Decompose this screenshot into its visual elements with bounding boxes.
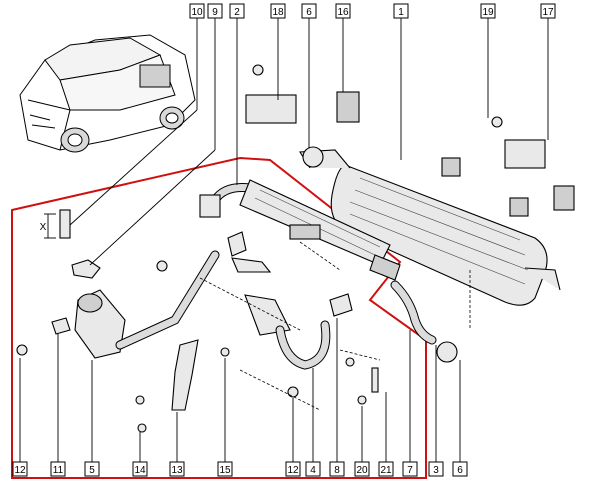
callout-number: 2	[234, 7, 240, 18]
callout-number: 3	[433, 465, 439, 476]
assembly-outline	[11, 156, 427, 479]
fasteners	[16, 64, 575, 433]
top-callout-17: 17	[540, 3, 556, 19]
callout-number: 17	[542, 7, 554, 18]
leader-lines	[19, 18, 549, 462]
callout-number: 6	[457, 465, 463, 476]
top-callout-19: 19	[480, 3, 496, 19]
dimension-label: X	[40, 222, 47, 233]
callout-number: 8	[334, 465, 340, 476]
callout-number: 19	[482, 7, 494, 18]
callout-number: 18	[272, 7, 284, 18]
top-callout-1: 1	[393, 3, 409, 19]
callout-number: 13	[171, 465, 183, 476]
bracket	[171, 339, 199, 411]
callout-number: 10	[191, 7, 203, 18]
top-callout-6: 6	[301, 3, 317, 19]
bottom-callout-3: 3	[428, 461, 444, 477]
callout-number: 4	[310, 465, 316, 476]
callout-number: 1	[398, 7, 404, 18]
top-callout-18: 18	[270, 3, 286, 19]
bottom-callout-4: 4	[305, 461, 321, 477]
bottom-callout-11: 11	[50, 461, 66, 477]
top-callout-16: 16	[335, 3, 351, 19]
callout-number: 14	[134, 465, 146, 476]
bottom-callout-6: 6	[452, 461, 468, 477]
bottom-callout-12-left: 12	[12, 461, 28, 477]
bottom-callout-13: 13	[169, 461, 185, 477]
bottom-callout-7: 7	[402, 461, 418, 477]
callout-number: 20	[356, 465, 368, 476]
bottom-callout-5: 5	[84, 461, 100, 477]
intermediate-pipe	[199, 179, 401, 281]
bottom-callout-21: 21	[378, 461, 394, 477]
catalytic-converter	[74, 250, 220, 359]
callout-number: 5	[89, 465, 95, 476]
callout-number: 7	[407, 465, 413, 476]
top-callout-10: 10	[189, 3, 205, 19]
bottom-callout-20: 20	[354, 461, 370, 477]
bottom-callout-15: 15	[217, 461, 233, 477]
callout-number: 11	[53, 465, 64, 476]
callout-number: 12	[287, 465, 299, 476]
bottom-callout-12-right: 12	[285, 461, 301, 477]
bottom-callout-8: 8	[329, 461, 345, 477]
callout-number: 12	[14, 465, 26, 476]
callout-number: 15	[219, 465, 231, 476]
front-down-pipe	[244, 294, 331, 370]
callout-number: 6	[306, 7, 312, 18]
bottom-callout-14: 14	[132, 461, 148, 477]
callout-number: 16	[337, 7, 349, 18]
rear-silencer	[299, 149, 561, 306]
top-callout-9: 9	[207, 3, 223, 19]
top-callout-2: 2	[229, 3, 245, 19]
callout-number: 9	[212, 7, 218, 18]
callout-number: 21	[380, 465, 392, 476]
car-illustration	[19, 34, 196, 153]
tail-pipe	[390, 280, 437, 345]
